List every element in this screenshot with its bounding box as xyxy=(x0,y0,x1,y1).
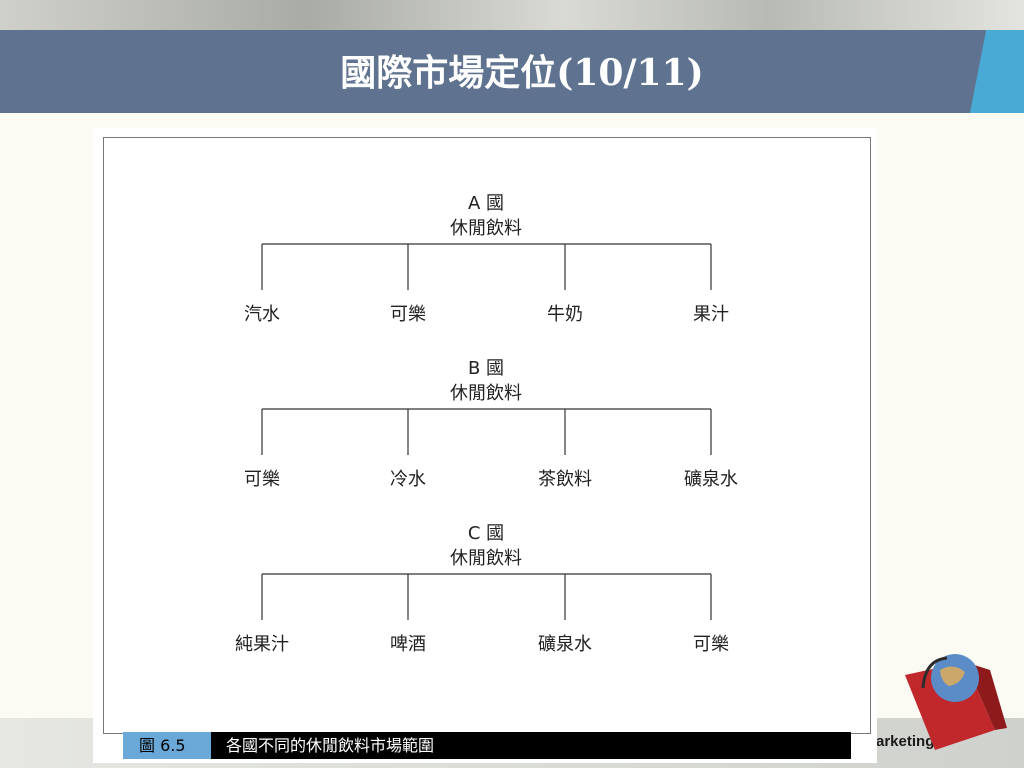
category-label: 休閒飲料 xyxy=(450,383,522,404)
figure-caption: 各國不同的休閒飲料市場範圍 xyxy=(226,736,435,755)
leaf-item-label: 礦泉水 xyxy=(538,634,592,655)
footer-logo-text: arketing xyxy=(876,733,935,750)
leaf-item-label: 純果汁 xyxy=(235,634,289,655)
leaf-item-label: 可樂 xyxy=(693,634,729,655)
leaf-item-label: 冷水 xyxy=(390,469,426,490)
figure-card xyxy=(93,128,877,763)
figure-number: 圖 6.5 xyxy=(123,732,211,759)
slide-title: 國際市場定位(10/11) xyxy=(340,52,704,94)
title-band xyxy=(0,30,1024,113)
leaf-item-label: 汽水 xyxy=(244,304,280,325)
country-label: A 國 xyxy=(468,193,504,214)
header-image-strip xyxy=(0,0,1024,30)
leaf-item-label: 果汁 xyxy=(693,304,729,325)
category-label: 休閒飲料 xyxy=(450,218,522,239)
leaf-item-label: 礦泉水 xyxy=(684,469,738,490)
leaf-item-label: 茶飲料 xyxy=(538,469,592,490)
leaf-item-label: 啤酒 xyxy=(390,634,426,655)
caption-bar xyxy=(123,732,851,759)
country-label: B 國 xyxy=(468,358,504,379)
shopping-bag-globe-icon xyxy=(905,654,1007,750)
leaf-item-label: 牛奶 xyxy=(547,304,583,325)
leaf-item-label: 可樂 xyxy=(244,469,280,490)
leaf-item-label: 可樂 xyxy=(390,304,426,325)
country-label: C 國 xyxy=(468,523,504,544)
category-label: 休閒飲料 xyxy=(450,548,522,569)
